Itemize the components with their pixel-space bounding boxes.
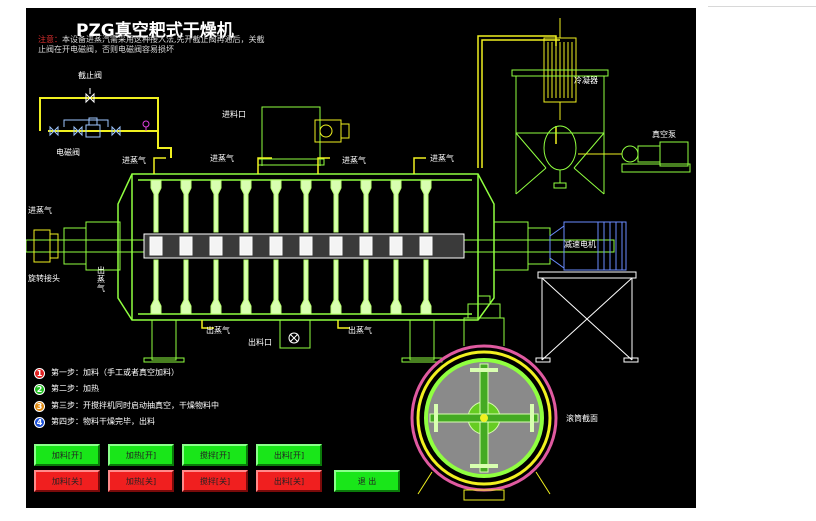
rake-hub (179, 236, 193, 256)
rake-blade-top (150, 179, 162, 233)
heat-off-button[interactable]: 加热[关] (108, 470, 174, 492)
rake-blade-bottom (390, 259, 402, 315)
step-2: 2 第二步：加热 (34, 384, 191, 398)
label-rotary-joint: 旋转接头 (28, 274, 60, 283)
rake-hub (299, 236, 313, 256)
rake-blade-top (300, 179, 312, 233)
label-steam-out-vertical: 出蒸气 (97, 266, 105, 293)
discharge-off-button[interactable]: 出料[关] (256, 470, 322, 492)
step-3: 3 第三步：开搅拌机同时启动抽真空，干燥物料中 (34, 401, 261, 415)
label-steam-out-1: 出蒸气 (206, 326, 230, 335)
rake-blade-bottom (210, 259, 222, 315)
label-feed-inlet: 进料口 (222, 110, 246, 119)
drum-supports (143, 320, 443, 363)
rake-blade-top (390, 179, 402, 233)
main-shaft (26, 233, 615, 259)
label-cross-section: 滚筒截面 (566, 414, 598, 423)
gear-motor (549, 221, 627, 271)
rake-blade-bottom (300, 259, 312, 315)
note-text: 本设备进蒸汽需采用这种接入法,先开截止阀再通后，关截止阀在开电磁阀，否则电磁阀容… (38, 35, 265, 54)
exit-button[interactable]: 退 出 (334, 470, 400, 492)
drum-cross-section (410, 295, 558, 501)
label-steam-in-1: 进蒸气 (122, 156, 146, 165)
rake-hub (389, 236, 403, 256)
rake-hub (419, 236, 433, 256)
step-4-badge: 4 (34, 417, 45, 428)
rake-blades (149, 179, 433, 315)
step-3-text: 第三步：开搅拌机同时启动抽真空，干燥物料中 (51, 401, 219, 410)
page-title: PZG真空耙式干燥机 (76, 21, 234, 41)
label-solenoid-valve: 电磁阀 (56, 148, 80, 157)
label-cutoff-valve: 截止阀 (78, 71, 102, 80)
label-steam-in-4: 进蒸气 (430, 154, 454, 163)
label-steam-in-2: 进蒸气 (210, 154, 234, 163)
condenser (543, 18, 577, 120)
rake-blade-bottom (360, 259, 372, 315)
rake-hub (209, 236, 223, 256)
label-vacuum-pump: 真空泵 (652, 130, 676, 139)
rake-blade-bottom (240, 259, 252, 315)
step-1-text: 第一步：加料（手工或者真空加料） (51, 368, 179, 377)
rake-blade-top (420, 179, 432, 233)
stir-on-button[interactable]: 搅拌[开] (182, 444, 248, 466)
step-1: 1 第一步：加料（手工或者真空加料） (34, 368, 191, 382)
steam-piping (39, 97, 172, 158)
rake-blade-bottom (330, 259, 342, 315)
rake-hub (269, 236, 283, 256)
rake-blade-bottom (270, 259, 282, 315)
label-steam-in-3: 进蒸气 (342, 156, 366, 165)
vacuum-piping (477, 35, 560, 168)
label-discharge-port: 出料口 (248, 338, 272, 347)
rake-blade-top (330, 179, 342, 233)
step-3-badge: 3 (34, 401, 45, 412)
heat-on-button[interactable]: 加热[开] (108, 444, 174, 466)
rake-blade-top (360, 179, 372, 233)
window-corner-edge (708, 0, 816, 7)
step-2-badge: 2 (34, 384, 45, 395)
stir-off-button[interactable]: 搅拌[关] (182, 470, 248, 492)
rake-blade-top (210, 179, 222, 233)
step-1-badge: 1 (34, 368, 45, 379)
rake-blade-bottom (150, 259, 162, 315)
label-steam-out-2: 出蒸气 (348, 326, 372, 335)
rake-hub (149, 236, 163, 256)
note-warning-label: 注意： (38, 35, 62, 44)
operating-note: 注意：本设备进蒸汽需采用这种接入法,先开截止阀再通后，关截止阀在开电磁阀，否则电… (38, 35, 268, 55)
rake-hub (329, 236, 343, 256)
step-4-text: 第四步：物料干燥完毕，出料 (51, 417, 155, 426)
condenser-frame (511, 69, 609, 195)
discharge-valve (288, 332, 300, 344)
step-2-text: 第二步：加热 (51, 384, 99, 393)
valve-symbols (49, 88, 150, 138)
label-condenser: 冷凝器 (574, 76, 598, 85)
motor-stand (535, 271, 639, 363)
rake-hub (359, 236, 373, 256)
step-4: 4 第四步：物料干燥完毕，出料 (34, 417, 191, 431)
rake-blade-top (270, 179, 282, 233)
rake-blade-bottom (420, 259, 432, 315)
steam-jacket-inlets (153, 157, 426, 329)
rake-blade-bottom (180, 259, 192, 315)
label-gear-motor: 减速电机 (564, 240, 596, 249)
rake-hub (239, 236, 253, 256)
label-steam-in-left: 进蒸气 (28, 206, 52, 215)
rake-blade-top (240, 179, 252, 233)
feed-inlet-duct (257, 106, 350, 166)
discharge-on-button[interactable]: 出料[开] (256, 444, 322, 466)
feed-on-button[interactable]: 加料[开] (34, 444, 100, 466)
vacuum-pump (578, 141, 691, 173)
rake-blade-top (180, 179, 192, 233)
process-diagram (26, 18, 691, 501)
scada-panel: PZG真空耙式干燥机 注意：本设备进蒸汽需采用这种接入法,先开截止阀再通后，关截… (26, 8, 696, 508)
feed-off-button[interactable]: 加料[关] (34, 470, 100, 492)
